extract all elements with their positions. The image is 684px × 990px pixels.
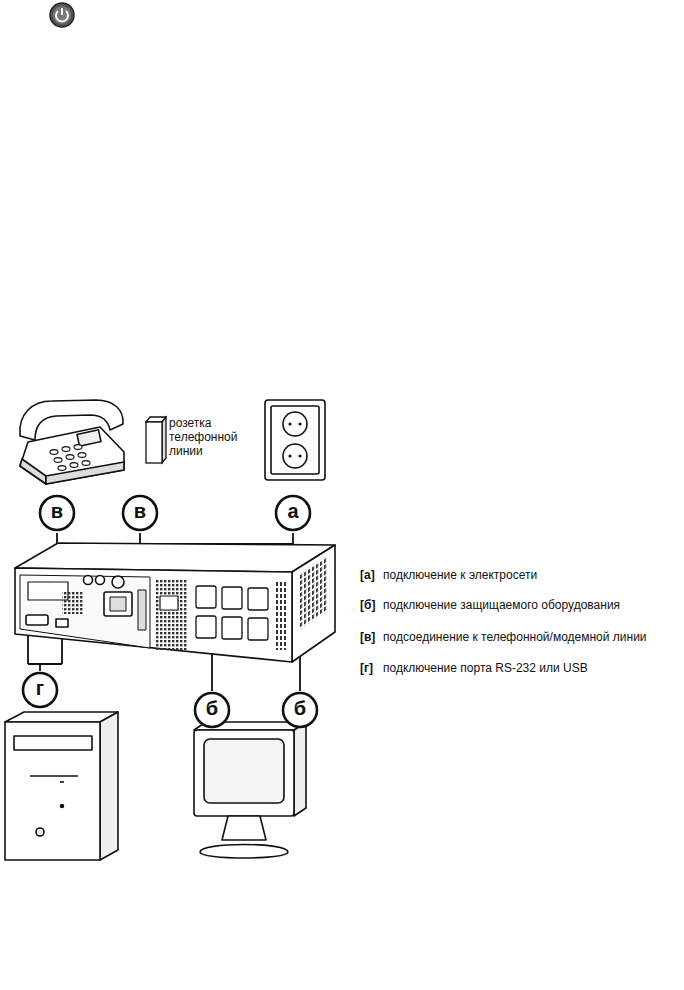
- legend-description: подключение к электросети: [383, 568, 537, 582]
- callout-letter: а: [274, 494, 312, 521]
- legend-key: [а]: [360, 568, 375, 582]
- callout-letter: г: [21, 671, 59, 698]
- legend-description: подключение порта RS-232 или USB: [383, 661, 588, 675]
- legend-key: [г]: [360, 661, 373, 675]
- computer-tower: [5, 712, 118, 860]
- jack-label: розетка телефонной линии: [169, 416, 245, 458]
- telephone: [20, 400, 124, 484]
- callout-circle: в: [38, 494, 76, 532]
- legend-description: подключение защищаемого оборудования: [383, 598, 620, 612]
- callout-circle: б: [281, 691, 319, 729]
- power-icon: [50, 3, 74, 27]
- monitor: [194, 722, 306, 858]
- callout-letter: б: [281, 691, 319, 718]
- jack-box-shape: [145, 414, 167, 466]
- callout-circle: б: [193, 691, 231, 729]
- wall-outlet: [265, 400, 325, 480]
- callout-letter: в: [121, 494, 159, 521]
- legend-key: [б]: [360, 598, 375, 612]
- legend-description: подсоединение к телефонной/модемной лини…: [383, 630, 647, 644]
- callout-letter: в: [38, 494, 76, 521]
- ups-unit: [15, 543, 335, 662]
- phone-jack-box: розетка телефонной линии: [145, 414, 249, 466]
- callout-circle: г: [21, 671, 59, 709]
- callout-circle: в: [121, 494, 159, 532]
- legend-key: [в]: [360, 630, 375, 644]
- callout-circle: а: [274, 494, 312, 532]
- callout-letter: б: [193, 691, 231, 718]
